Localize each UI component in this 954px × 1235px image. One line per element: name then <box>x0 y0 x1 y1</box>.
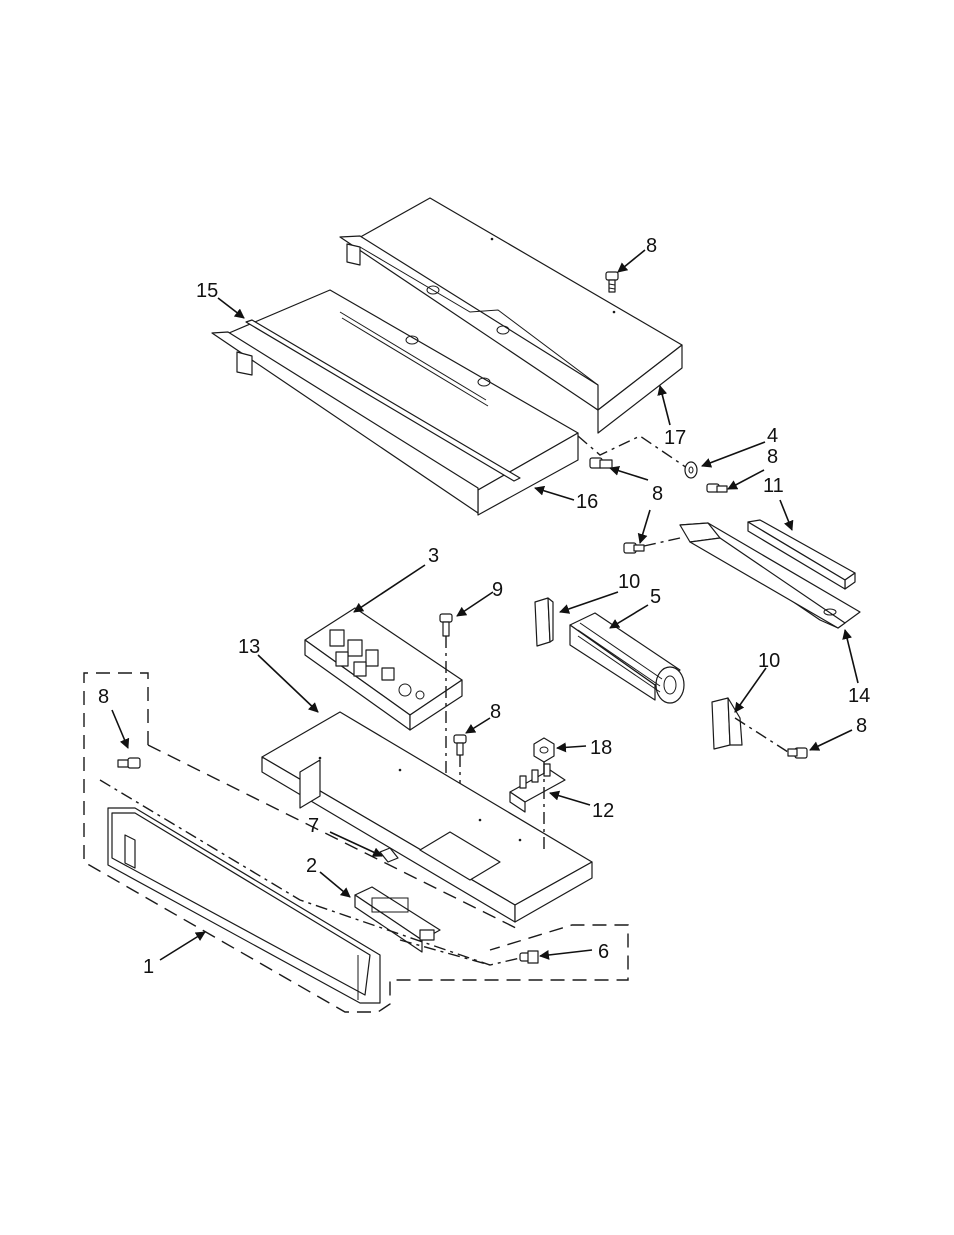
label-8-right: 8 <box>856 715 867 737</box>
label-8-cover: 8 <box>652 483 663 505</box>
label-2: 2 <box>306 855 317 877</box>
label-10-upper: 10 <box>618 571 640 593</box>
part-10-bracket-lower[interactable] <box>712 698 742 749</box>
label-12: 12 <box>592 800 614 822</box>
label-8-middle: 8 <box>490 701 501 723</box>
label-13: 13 <box>238 636 260 658</box>
label-10-lower: 10 <box>758 650 780 672</box>
part-8-screw-cover[interactable] <box>590 458 612 468</box>
label-16: 16 <box>576 491 598 513</box>
label-9: 9 <box>492 579 503 601</box>
label-11: 11 <box>763 475 784 497</box>
label-17: 17 <box>664 427 686 449</box>
part-8-screw-washer[interactable] <box>707 484 727 492</box>
part-18-nut[interactable] <box>534 738 554 762</box>
part-10-bracket-upper[interactable] <box>535 598 553 646</box>
part-2-display-board[interactable] <box>355 887 440 952</box>
label-8-top: 8 <box>646 235 657 257</box>
part-8-screw-left[interactable] <box>118 758 140 768</box>
part-4-washer[interactable] <box>685 462 697 478</box>
part-6-screw[interactable] <box>520 951 538 963</box>
label-4: 4 <box>767 425 778 447</box>
part-8-screw-bracket[interactable] <box>624 538 680 553</box>
label-1: 1 <box>143 956 154 978</box>
label-14: 14 <box>848 685 870 707</box>
label-15: 15 <box>196 280 218 302</box>
label-8-left: 8 <box>98 686 109 708</box>
part-8-screw-top[interactable] <box>606 272 618 292</box>
part-8-screw-right[interactable] <box>735 718 807 758</box>
label-8-washer: 8 <box>767 446 778 468</box>
label-5: 5 <box>650 586 661 608</box>
label-18: 18 <box>590 737 612 759</box>
label-7: 7 <box>308 815 319 837</box>
label-6: 6 <box>598 941 609 963</box>
label-3: 3 <box>428 545 439 567</box>
part-3-relay-board[interactable] <box>305 608 462 730</box>
part-5-blower-fan[interactable] <box>570 613 684 703</box>
